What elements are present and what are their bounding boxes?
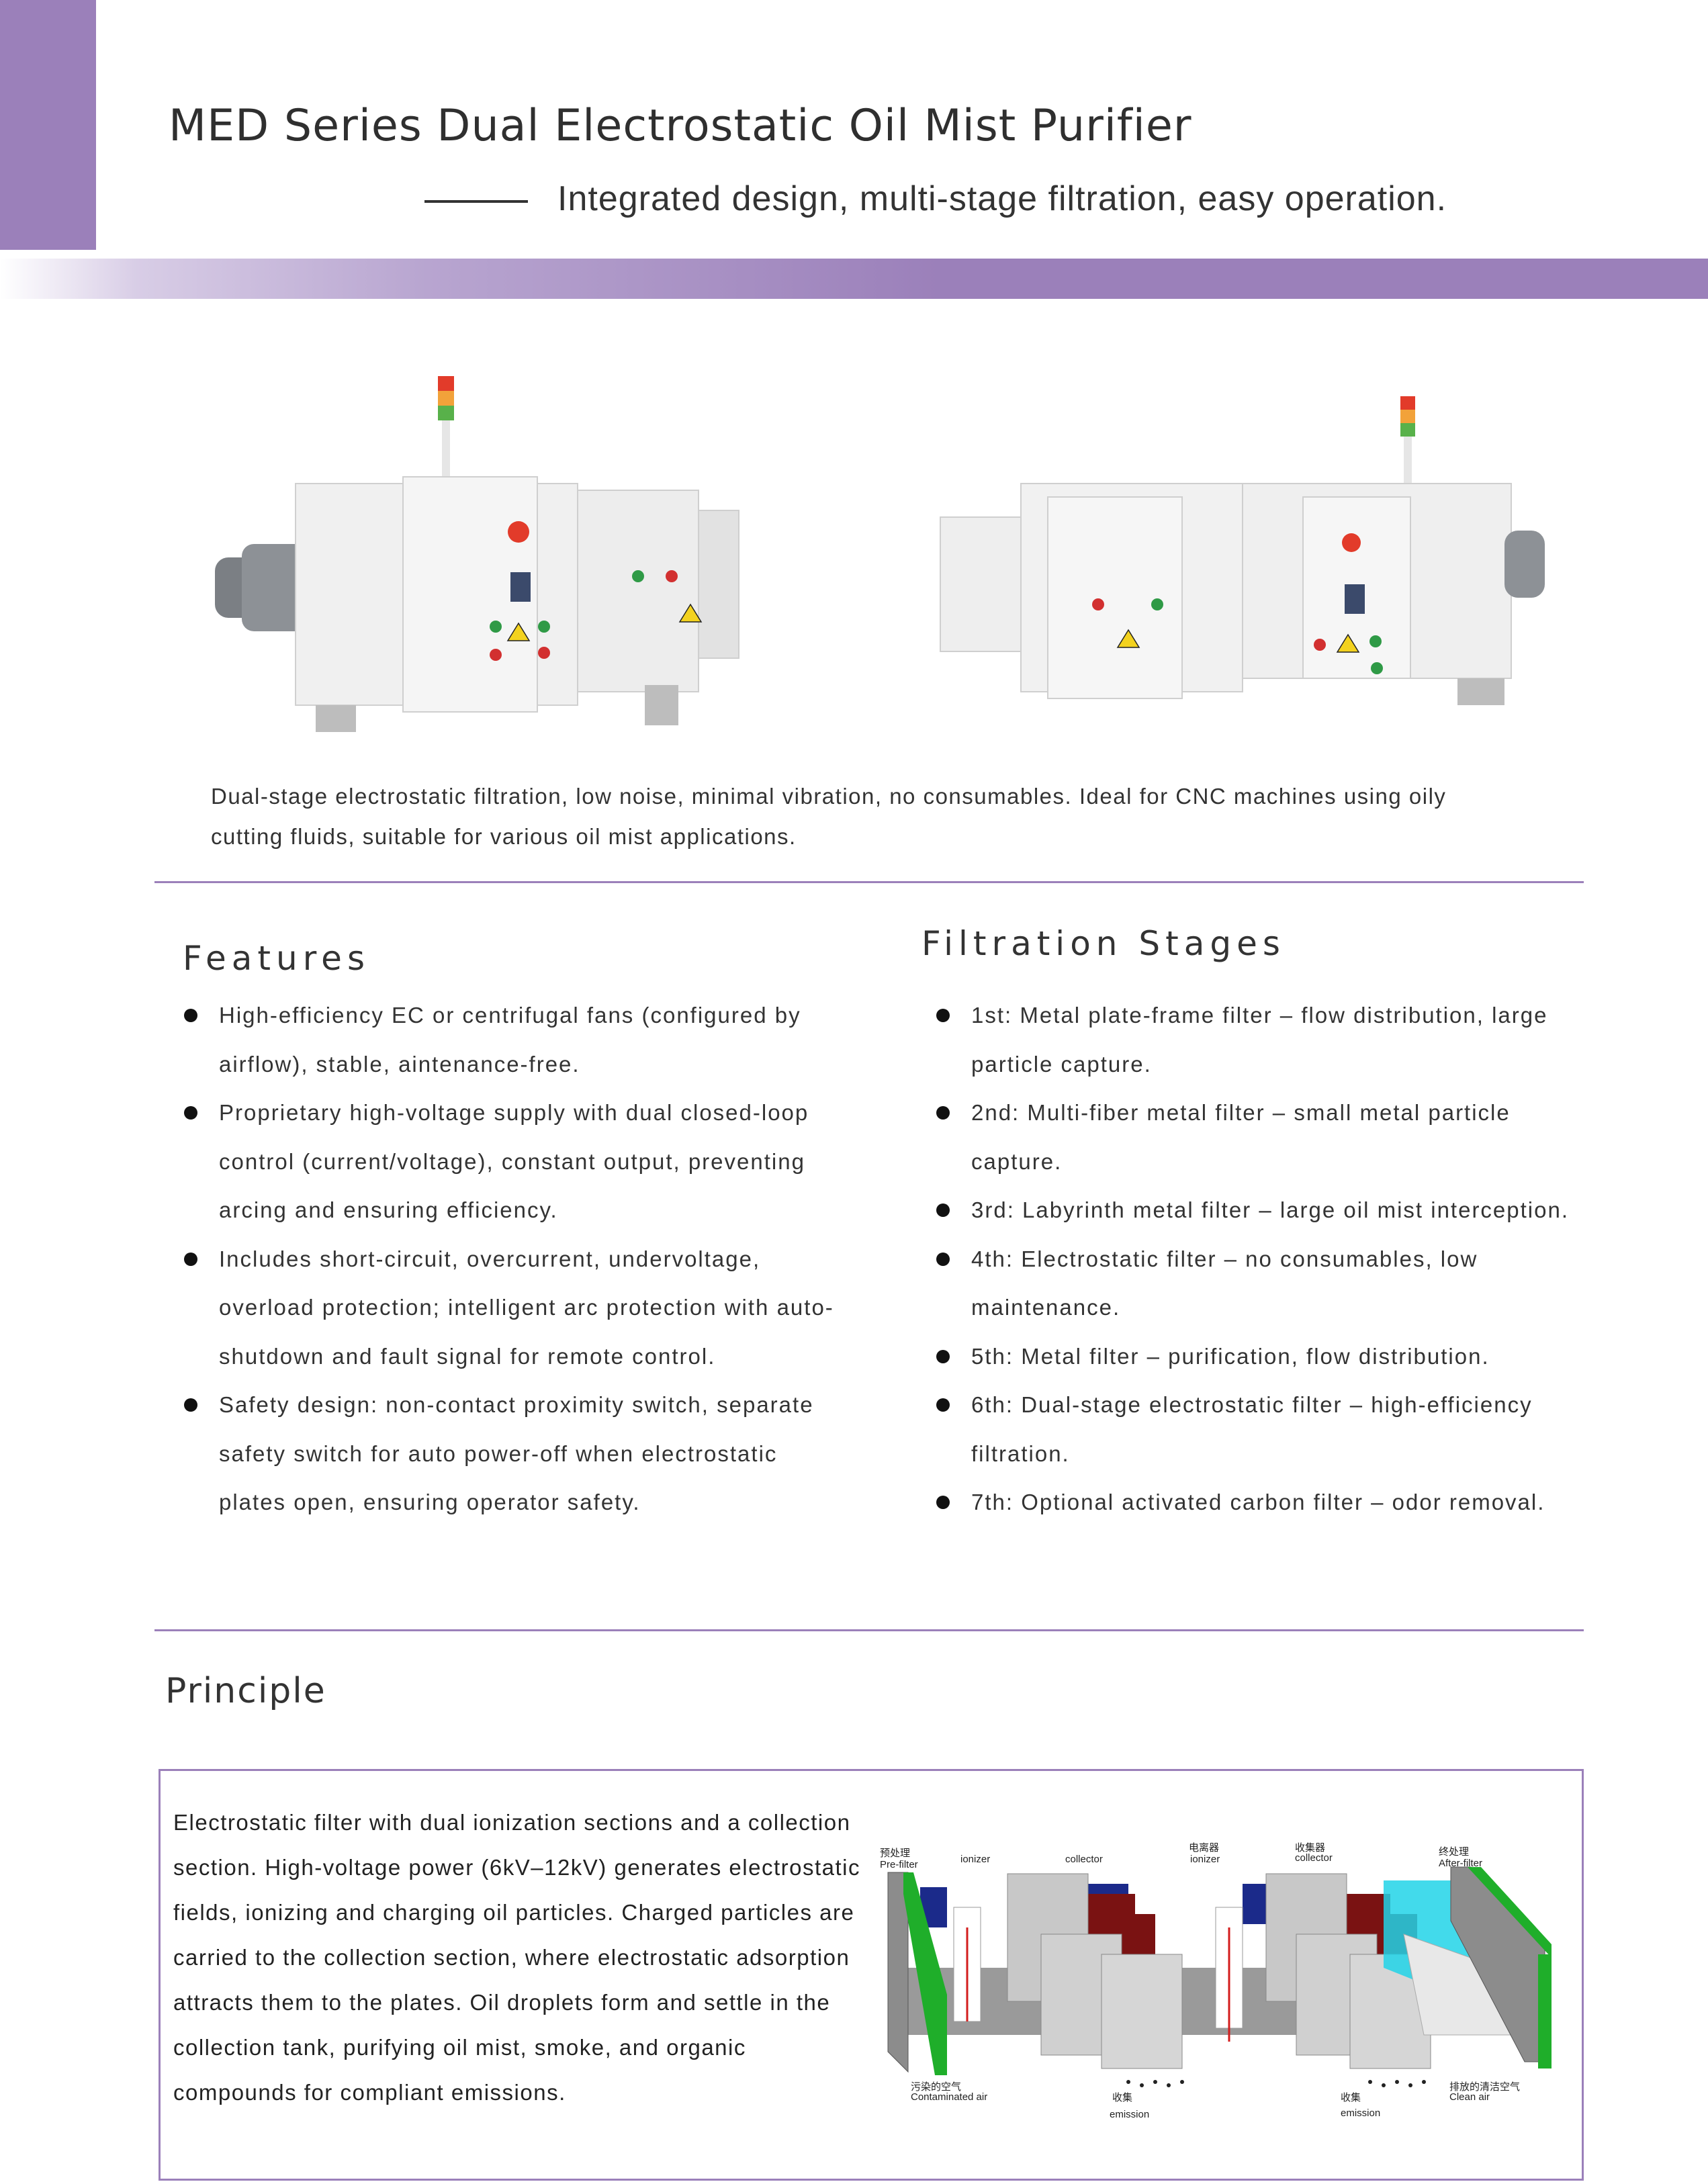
list-item: 7th: Optional activated carbon filter – … bbox=[936, 1478, 1596, 1527]
label-afterfilter: After-filter bbox=[1439, 1858, 1483, 1869]
product-photo-rear bbox=[927, 383, 1565, 732]
list-item: 5th: Metal filter – purification, flow d… bbox=[936, 1332, 1596, 1381]
list-item: 2nd: Multi-fiber metal filter – small me… bbox=[936, 1089, 1596, 1186]
label-emission-2: emission bbox=[1341, 2107, 1381, 2119]
divider-bottom bbox=[154, 1629, 1584, 1631]
principle-heading: Principle bbox=[165, 1671, 326, 1711]
principle-diagram: 预处理 Pre-filter ionizer collector 电离器 ion… bbox=[873, 1840, 1572, 2122]
bullet-icon bbox=[936, 1349, 950, 1363]
bullet-icon bbox=[184, 1106, 197, 1120]
list-item: Safety design: non-contact proximity swi… bbox=[184, 1381, 837, 1527]
header-corner-block bbox=[0, 0, 96, 250]
label-prefilter-cn: 预处理 bbox=[880, 1848, 911, 1859]
label-ionizer-2: ionizer bbox=[1190, 1854, 1220, 1865]
label-prefilter: Pre-filter bbox=[880, 1859, 918, 1870]
page-subtitle: Integrated design, multi-stage filtratio… bbox=[557, 179, 1447, 218]
label-ionizer-cn: 电离器 bbox=[1189, 1842, 1220, 1854]
label-collector-2: collector bbox=[1295, 1852, 1333, 1864]
principle-text: Electrostatic filter with dual ionizatio… bbox=[173, 1810, 860, 2105]
label-collector: collector bbox=[1065, 1854, 1103, 1865]
label-ionizer: ionizer bbox=[960, 1854, 991, 1865]
list-item: Includes short-circuit, overcurrent, und… bbox=[184, 1235, 837, 1381]
label-emission-2-cn: 收集 bbox=[1341, 2092, 1361, 2103]
label-afterfilter-cn: 终处理 bbox=[1439, 1846, 1470, 1858]
label-collector-cn: 收集器 bbox=[1295, 1842, 1326, 1854]
list-item: 3rd: Labyrinth metal filter – large oil … bbox=[936, 1186, 1596, 1235]
label-clean-cn: 排放的清洁空气 bbox=[1449, 2081, 1521, 2093]
product-photo-front bbox=[201, 363, 799, 745]
label-contaminated: Contaminated air bbox=[911, 2091, 988, 2103]
page-title: MED Series Dual Electrostatic Oil Mist P… bbox=[169, 101, 1192, 151]
list-item: Proprietary high-voltage supply with dua… bbox=[184, 1089, 837, 1235]
list-item: 6th: Dual-stage electrostatic filter – h… bbox=[936, 1381, 1596, 1478]
header-gradient-band bbox=[0, 259, 1708, 299]
stages-list: 1st: Metal plate-frame filter – flow dis… bbox=[936, 991, 1596, 1527]
list-item: 1st: Metal plate-frame filter – flow dis… bbox=[936, 991, 1596, 1089]
bullet-icon bbox=[184, 1009, 197, 1022]
bullet-icon bbox=[936, 1398, 950, 1412]
bullet-icon bbox=[936, 1252, 950, 1266]
bullet-icon bbox=[184, 1398, 197, 1412]
bullet-icon bbox=[936, 1203, 950, 1217]
subtitle-dash bbox=[424, 200, 528, 203]
principle-box bbox=[159, 1769, 1584, 2181]
divider-top bbox=[154, 881, 1584, 883]
label-emission: emission bbox=[1110, 2109, 1150, 2120]
label-emission-cn: 收集 bbox=[1112, 2092, 1133, 2103]
list-item: High-efficiency EC or centrifugal fans (… bbox=[184, 991, 837, 1089]
label-contaminated-cn: 污染的空气 bbox=[911, 2081, 962, 2093]
stages-heading: Filtration Stages bbox=[922, 924, 1286, 963]
bullet-icon bbox=[936, 1496, 950, 1509]
features-list: High-efficiency EC or centrifugal fans (… bbox=[184, 991, 837, 1527]
label-clean: Clean air bbox=[1449, 2091, 1490, 2103]
bullet-icon bbox=[184, 1252, 197, 1266]
bullet-icon bbox=[936, 1009, 950, 1022]
product-intro: Dual-stage electrostatic filtration, low… bbox=[211, 784, 1447, 849]
list-item: 4th: Electrostatic filter – no consumabl… bbox=[936, 1235, 1596, 1332]
bullet-icon bbox=[936, 1106, 950, 1120]
diagram-graphic bbox=[887, 1866, 1552, 2087]
features-heading: Features bbox=[183, 939, 370, 978]
